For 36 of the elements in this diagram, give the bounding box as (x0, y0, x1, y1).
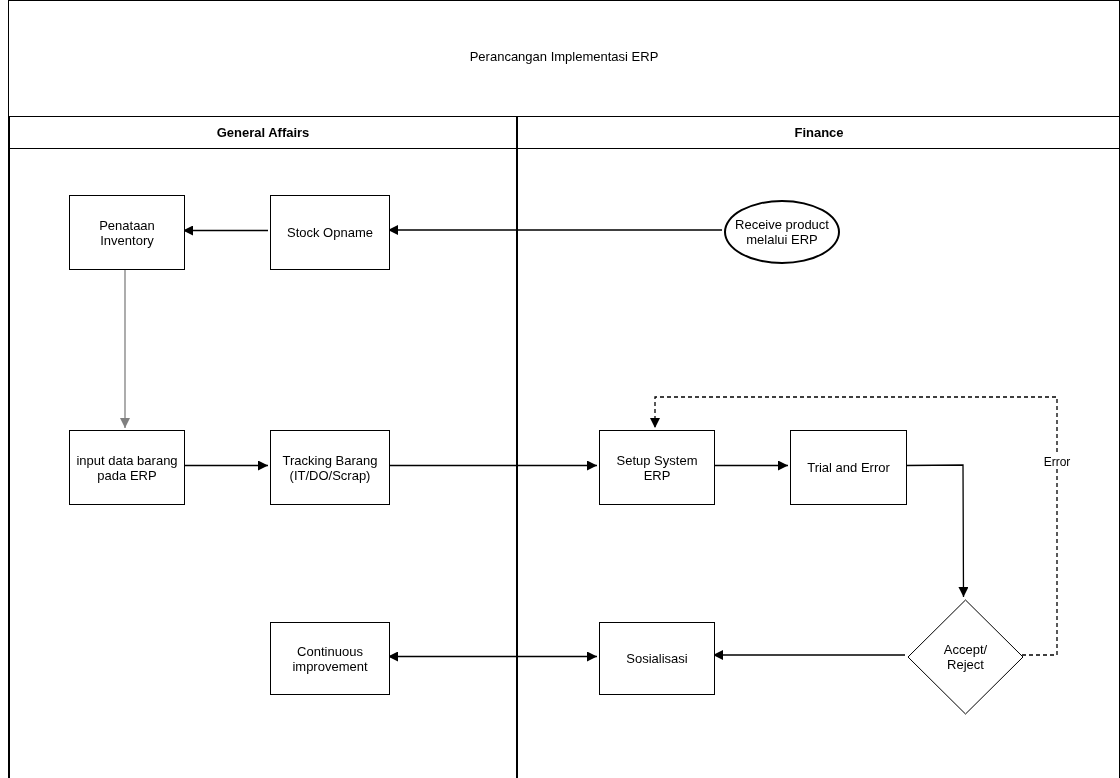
diagram-title: Perancangan Implementasi ERP (469, 49, 659, 64)
arrow (387, 651, 598, 662)
node-label: Continuous improvement (291, 643, 369, 674)
node-label: Trial and Error (807, 460, 890, 475)
arrow (182, 225, 269, 236)
arrow (387, 225, 723, 235)
node-label: Tracking Barang (IT/DO/Scrap) (281, 452, 379, 483)
arrow (387, 460, 598, 471)
process-box (790, 430, 907, 505)
process-box (599, 622, 715, 695)
process-box (270, 195, 390, 270)
node-label: Receive product melalui ERP (734, 217, 830, 247)
node-label: Penataan Inventory (98, 217, 156, 248)
edge-label: Error (1041, 455, 1073, 469)
process-box (270, 430, 390, 505)
swimlane (9, 116, 517, 778)
arrow (712, 460, 789, 471)
decision-diamond (907, 599, 1024, 715)
node-label: Accept/ Reject (942, 642, 989, 672)
swimlane-pool (8, 0, 1120, 778)
lane-header: Finance (518, 117, 1120, 149)
arrow (712, 650, 906, 660)
dashed-arrow (650, 396, 1058, 656)
lane-header: General Affairs (10, 117, 516, 149)
process-box (599, 430, 715, 505)
process-box (69, 195, 185, 270)
process-box (270, 622, 390, 695)
swimlane (517, 116, 1120, 778)
arrow (120, 267, 130, 429)
arrow (904, 464, 969, 598)
arrow (182, 460, 269, 471)
process-box (69, 430, 185, 505)
node-label: Sosialisasi (626, 651, 688, 666)
node-label: input data barang pada ERP (75, 452, 179, 483)
node-label: Setup System ERP (615, 452, 699, 483)
node-label: Stock Opname (287, 225, 373, 240)
